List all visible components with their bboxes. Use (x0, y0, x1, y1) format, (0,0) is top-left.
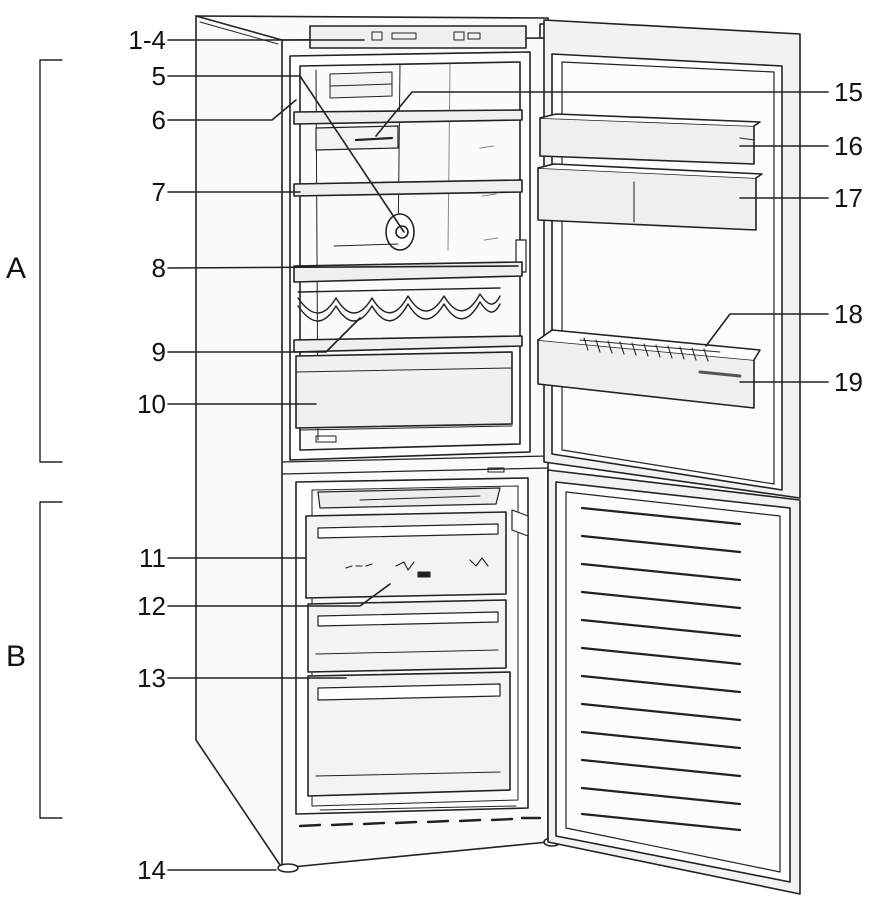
freezer-door (547, 469, 801, 895)
label-13: 13 (137, 663, 166, 693)
label-11: 11 (139, 543, 166, 573)
fridge-door (537, 19, 801, 499)
label-7: 7 (151, 177, 166, 207)
label-5: 5 (151, 61, 166, 91)
fridge-interior (289, 51, 531, 461)
label-17: 17 (834, 183, 863, 213)
label-9: 9 (151, 337, 166, 367)
label-12: 12 (137, 591, 166, 621)
label-19: 19 (834, 367, 863, 397)
label-10: 10 (137, 389, 166, 419)
leader-lines (167, 39, 829, 871)
label-1-4: 1-4 (128, 25, 166, 55)
plinth (277, 816, 561, 873)
label-8: 8 (151, 253, 166, 283)
label-6: 6 (151, 105, 166, 135)
bracket-b (39, 501, 63, 819)
section-a-label: A (6, 252, 27, 285)
freezer-interior (295, 477, 529, 815)
label-16: 16 (834, 131, 863, 161)
section-b-label: B (6, 640, 27, 673)
label-15: 15 (834, 77, 863, 107)
label-14: 14 (137, 855, 166, 885)
bracket-a (39, 59, 63, 463)
control-panel (309, 23, 555, 49)
label-18: 18 (834, 299, 863, 329)
